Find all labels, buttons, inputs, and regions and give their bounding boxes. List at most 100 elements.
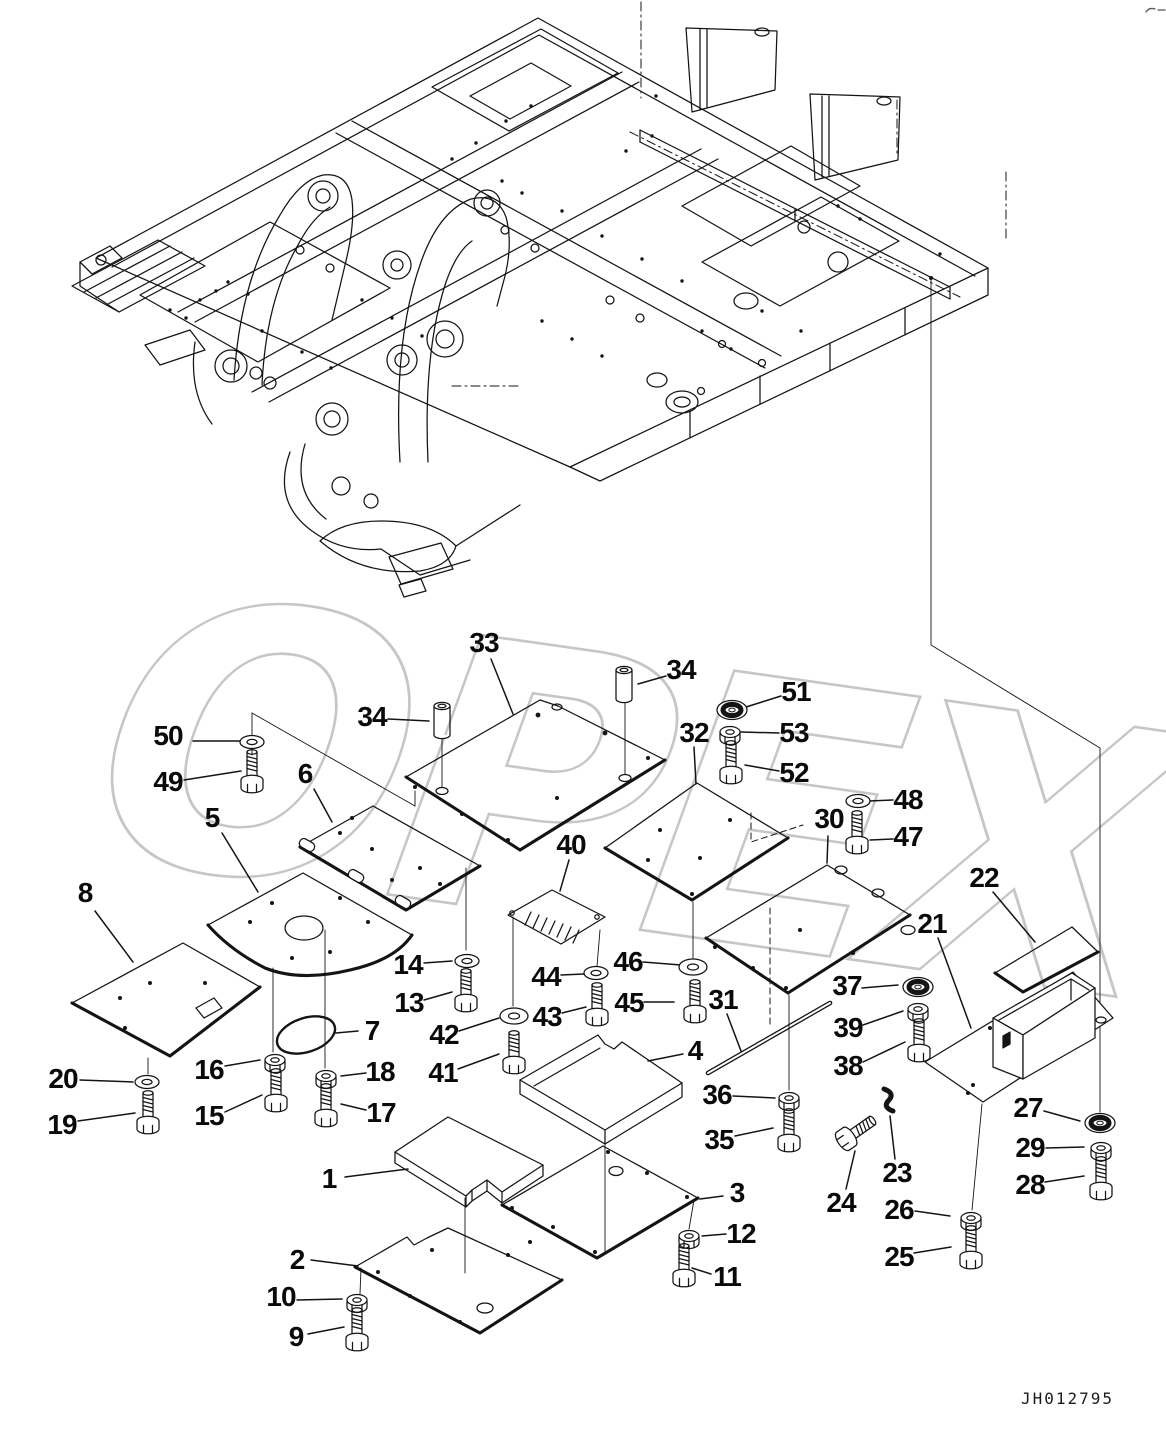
callout-36: 36 <box>702 1079 732 1110</box>
leader-line-5 <box>221 832 259 893</box>
callout-50: 50 <box>153 720 183 751</box>
callout-31: 31 <box>708 984 738 1015</box>
leader-line-37 <box>861 984 899 989</box>
leader-line-16 <box>224 1059 261 1067</box>
leader-line-13 <box>423 991 453 1001</box>
leader-line-24 <box>845 1150 856 1190</box>
leader-line-43 <box>561 1006 587 1014</box>
leader-line-20 <box>79 1079 134 1083</box>
washerL-icon <box>678 958 708 976</box>
leader-line-15 <box>224 1094 263 1113</box>
callout-21: 21 <box>917 908 947 939</box>
nut-icon <box>1090 1141 1112 1162</box>
callout-32: 32 <box>679 717 709 748</box>
callout-33: 33 <box>469 627 499 658</box>
leader-line-18 <box>340 1072 367 1077</box>
bolt-icon <box>1089 1156 1113 1201</box>
nut-icon <box>960 1211 982 1232</box>
callout-20: 20 <box>48 1063 78 1094</box>
callout-4: 4 <box>687 1035 704 1066</box>
callout-15: 15 <box>194 1100 224 1131</box>
callout-18: 18 <box>365 1056 395 1087</box>
leader-line-28 <box>1044 1175 1085 1183</box>
leader-line-22 <box>992 891 1036 943</box>
callout-9: 9 <box>288 1321 305 1352</box>
leader-line-17 <box>340 1103 367 1111</box>
washer-icon <box>845 793 871 809</box>
callout-leader-lines <box>77 658 1085 1335</box>
bolt-icon <box>959 1225 983 1270</box>
callout-30: 30 <box>814 803 844 834</box>
revolving-frame-drawing <box>71 1 1166 1113</box>
leader-line-34 <box>387 718 430 722</box>
nut-icon <box>719 725 741 746</box>
callout-7: 7 <box>364 1015 381 1046</box>
callout-34: 34 <box>357 701 387 732</box>
callout-41: 41 <box>428 1057 458 1088</box>
leader-line-47 <box>869 838 894 841</box>
callout-28: 28 <box>1015 1169 1045 1200</box>
leader-line-25 <box>913 1246 952 1254</box>
leader-line-36 <box>732 1095 776 1099</box>
callout-12: 12 <box>726 1218 756 1249</box>
callout-8: 8 <box>77 877 94 908</box>
callout-45: 45 <box>614 987 644 1018</box>
callout-1: 1 <box>321 1163 338 1194</box>
leader-line-53 <box>740 731 780 734</box>
callout-51: 51 <box>781 676 811 707</box>
nut-icon <box>778 1091 800 1112</box>
leader-line-48 <box>868 799 894 802</box>
callout-17: 17 <box>366 1097 396 1128</box>
callout-37: 37 <box>832 970 862 1001</box>
callout-13: 13 <box>394 987 424 1018</box>
washer-icon <box>239 734 265 750</box>
callout-22: 22 <box>969 862 999 893</box>
leader-line-32 <box>693 746 697 785</box>
washerL-icon <box>499 1007 529 1025</box>
callout-25: 25 <box>884 1241 914 1272</box>
leader-line-40 <box>559 859 570 892</box>
nut-icon <box>315 1069 337 1090</box>
callout-34: 34 <box>666 654 696 685</box>
callout-49: 49 <box>153 766 183 797</box>
leader-line-35 <box>734 1127 774 1137</box>
callout-10: 10 <box>266 1281 296 1312</box>
leader-line-42 <box>458 1017 500 1032</box>
callout-2: 2 <box>289 1244 306 1275</box>
bolt-icon <box>264 1068 288 1113</box>
callout-48: 48 <box>893 784 923 815</box>
clip-icon <box>884 1089 893 1111</box>
cover-plates <box>70 699 1114 1335</box>
callout-23: 23 <box>882 1157 912 1188</box>
leader-line-38 <box>862 1041 906 1063</box>
washer-icon <box>454 953 480 969</box>
bolt-icon <box>777 1108 801 1153</box>
leader-line-6 <box>313 788 333 823</box>
bolt-icon <box>314 1083 338 1128</box>
grommet-icon <box>903 978 933 997</box>
callout-43: 43 <box>532 1001 562 1032</box>
leader-line-10 <box>296 1298 343 1301</box>
leader-line-30 <box>826 835 829 864</box>
leader-line-7 <box>335 1030 359 1034</box>
bolt-icon <box>136 1090 160 1135</box>
callout-39: 39 <box>833 1012 863 1043</box>
grommet-icon <box>717 701 747 720</box>
callout-6: 6 <box>297 758 314 789</box>
leader-line-21 <box>937 937 972 1029</box>
leader-line-9 <box>307 1326 345 1335</box>
bolt-icon <box>345 1307 369 1352</box>
callout-11: 11 <box>713 1261 742 1292</box>
leader-line-29 <box>1045 1146 1085 1149</box>
callout-24: 24 <box>826 1187 856 1218</box>
callout-53: 53 <box>779 717 809 748</box>
callout-3: 3 <box>729 1177 746 1208</box>
leader-line-41 <box>457 1053 500 1070</box>
callout-52: 52 <box>779 757 809 788</box>
leader-line-31 <box>726 1013 742 1052</box>
leader-line-3 <box>699 1195 724 1200</box>
washer-icon <box>583 965 609 981</box>
callout-42: 42 <box>429 1019 459 1050</box>
drawing-number: JH012795 <box>1021 1389 1115 1408</box>
